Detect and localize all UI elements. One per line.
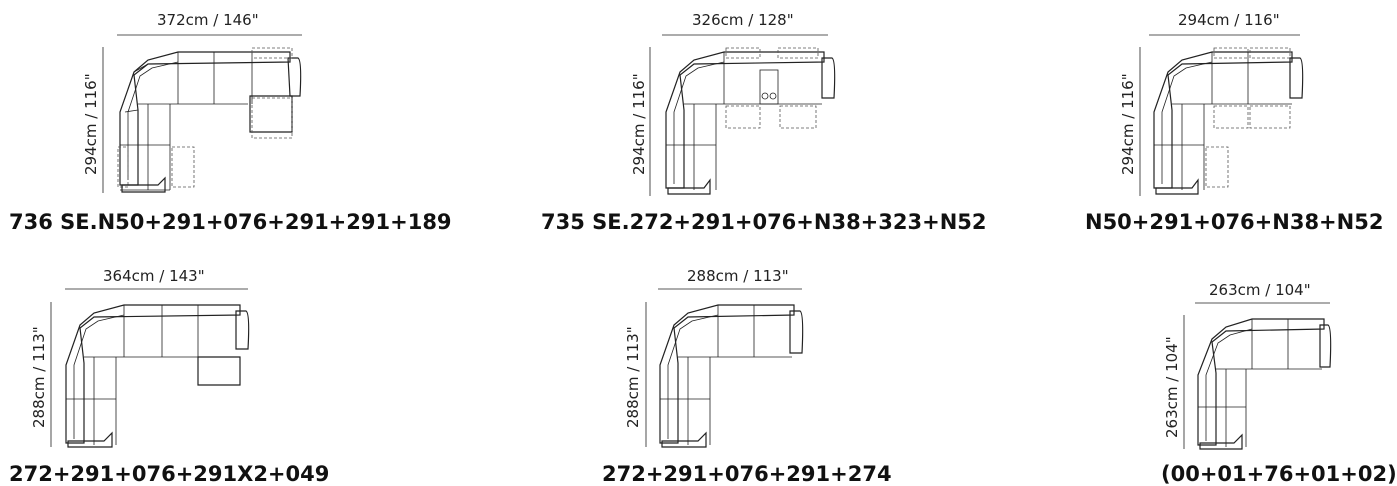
model-code: 272+291+076+291X2+049 xyxy=(9,462,330,486)
sofa-drawing xyxy=(102,34,302,193)
model-code: (00+01+76+01+02) xyxy=(1161,462,1397,486)
config-1: 372cm / 146" 294cm / 116" 736 SE.N50+291… xyxy=(0,0,454,243)
sofa-drawing xyxy=(1183,302,1332,450)
sofa-drawing xyxy=(50,288,250,448)
config-6: 263cm / 104" 263cm / 104" (00+01+76+01+0… xyxy=(908,243,1397,486)
sofa-drawing xyxy=(649,34,836,196)
width-dimension: 263cm / 104" xyxy=(1209,281,1311,299)
depth-dimension: 294cm / 116" xyxy=(1119,73,1137,175)
sofa-drawing xyxy=(1139,34,1304,196)
model-code: N50+291+076+N38+N52 xyxy=(1085,210,1384,234)
depth-dimension: 294cm / 116" xyxy=(630,73,648,175)
config-4: 364cm / 143" 288cm / 113" 272+291+076+29… xyxy=(0,243,454,486)
config-3: 294cm / 116" 294cm / 116" N50+291+076+N3… xyxy=(908,0,1383,243)
model-code: 272+291+076+291+274 xyxy=(602,462,892,486)
config-5: 288cm / 113" 288cm / 113" 272+291+076+29… xyxy=(454,243,908,486)
config-2: 326cm / 128" 294cm / 116" 735 SE.272+291… xyxy=(454,0,987,243)
model-code: 735 SE.272+291+076+N38+323+N52 xyxy=(541,210,987,234)
depth-dimension: 288cm / 113" xyxy=(30,326,48,428)
width-dimension: 288cm / 113" xyxy=(687,267,789,285)
sofa-drawing xyxy=(645,288,804,448)
width-dimension: 364cm / 143" xyxy=(103,267,205,285)
width-dimension: 326cm / 128" xyxy=(692,11,794,29)
depth-dimension: 288cm / 113" xyxy=(624,326,642,428)
depth-dimension: 294cm / 116" xyxy=(82,73,100,175)
depth-dimension: 263cm / 104" xyxy=(1163,336,1181,438)
model-code: 736 SE.N50+291+076+291+291+189 xyxy=(9,210,452,234)
width-dimension: 372cm / 146" xyxy=(157,11,259,29)
width-dimension: 294cm / 116" xyxy=(1178,11,1280,29)
